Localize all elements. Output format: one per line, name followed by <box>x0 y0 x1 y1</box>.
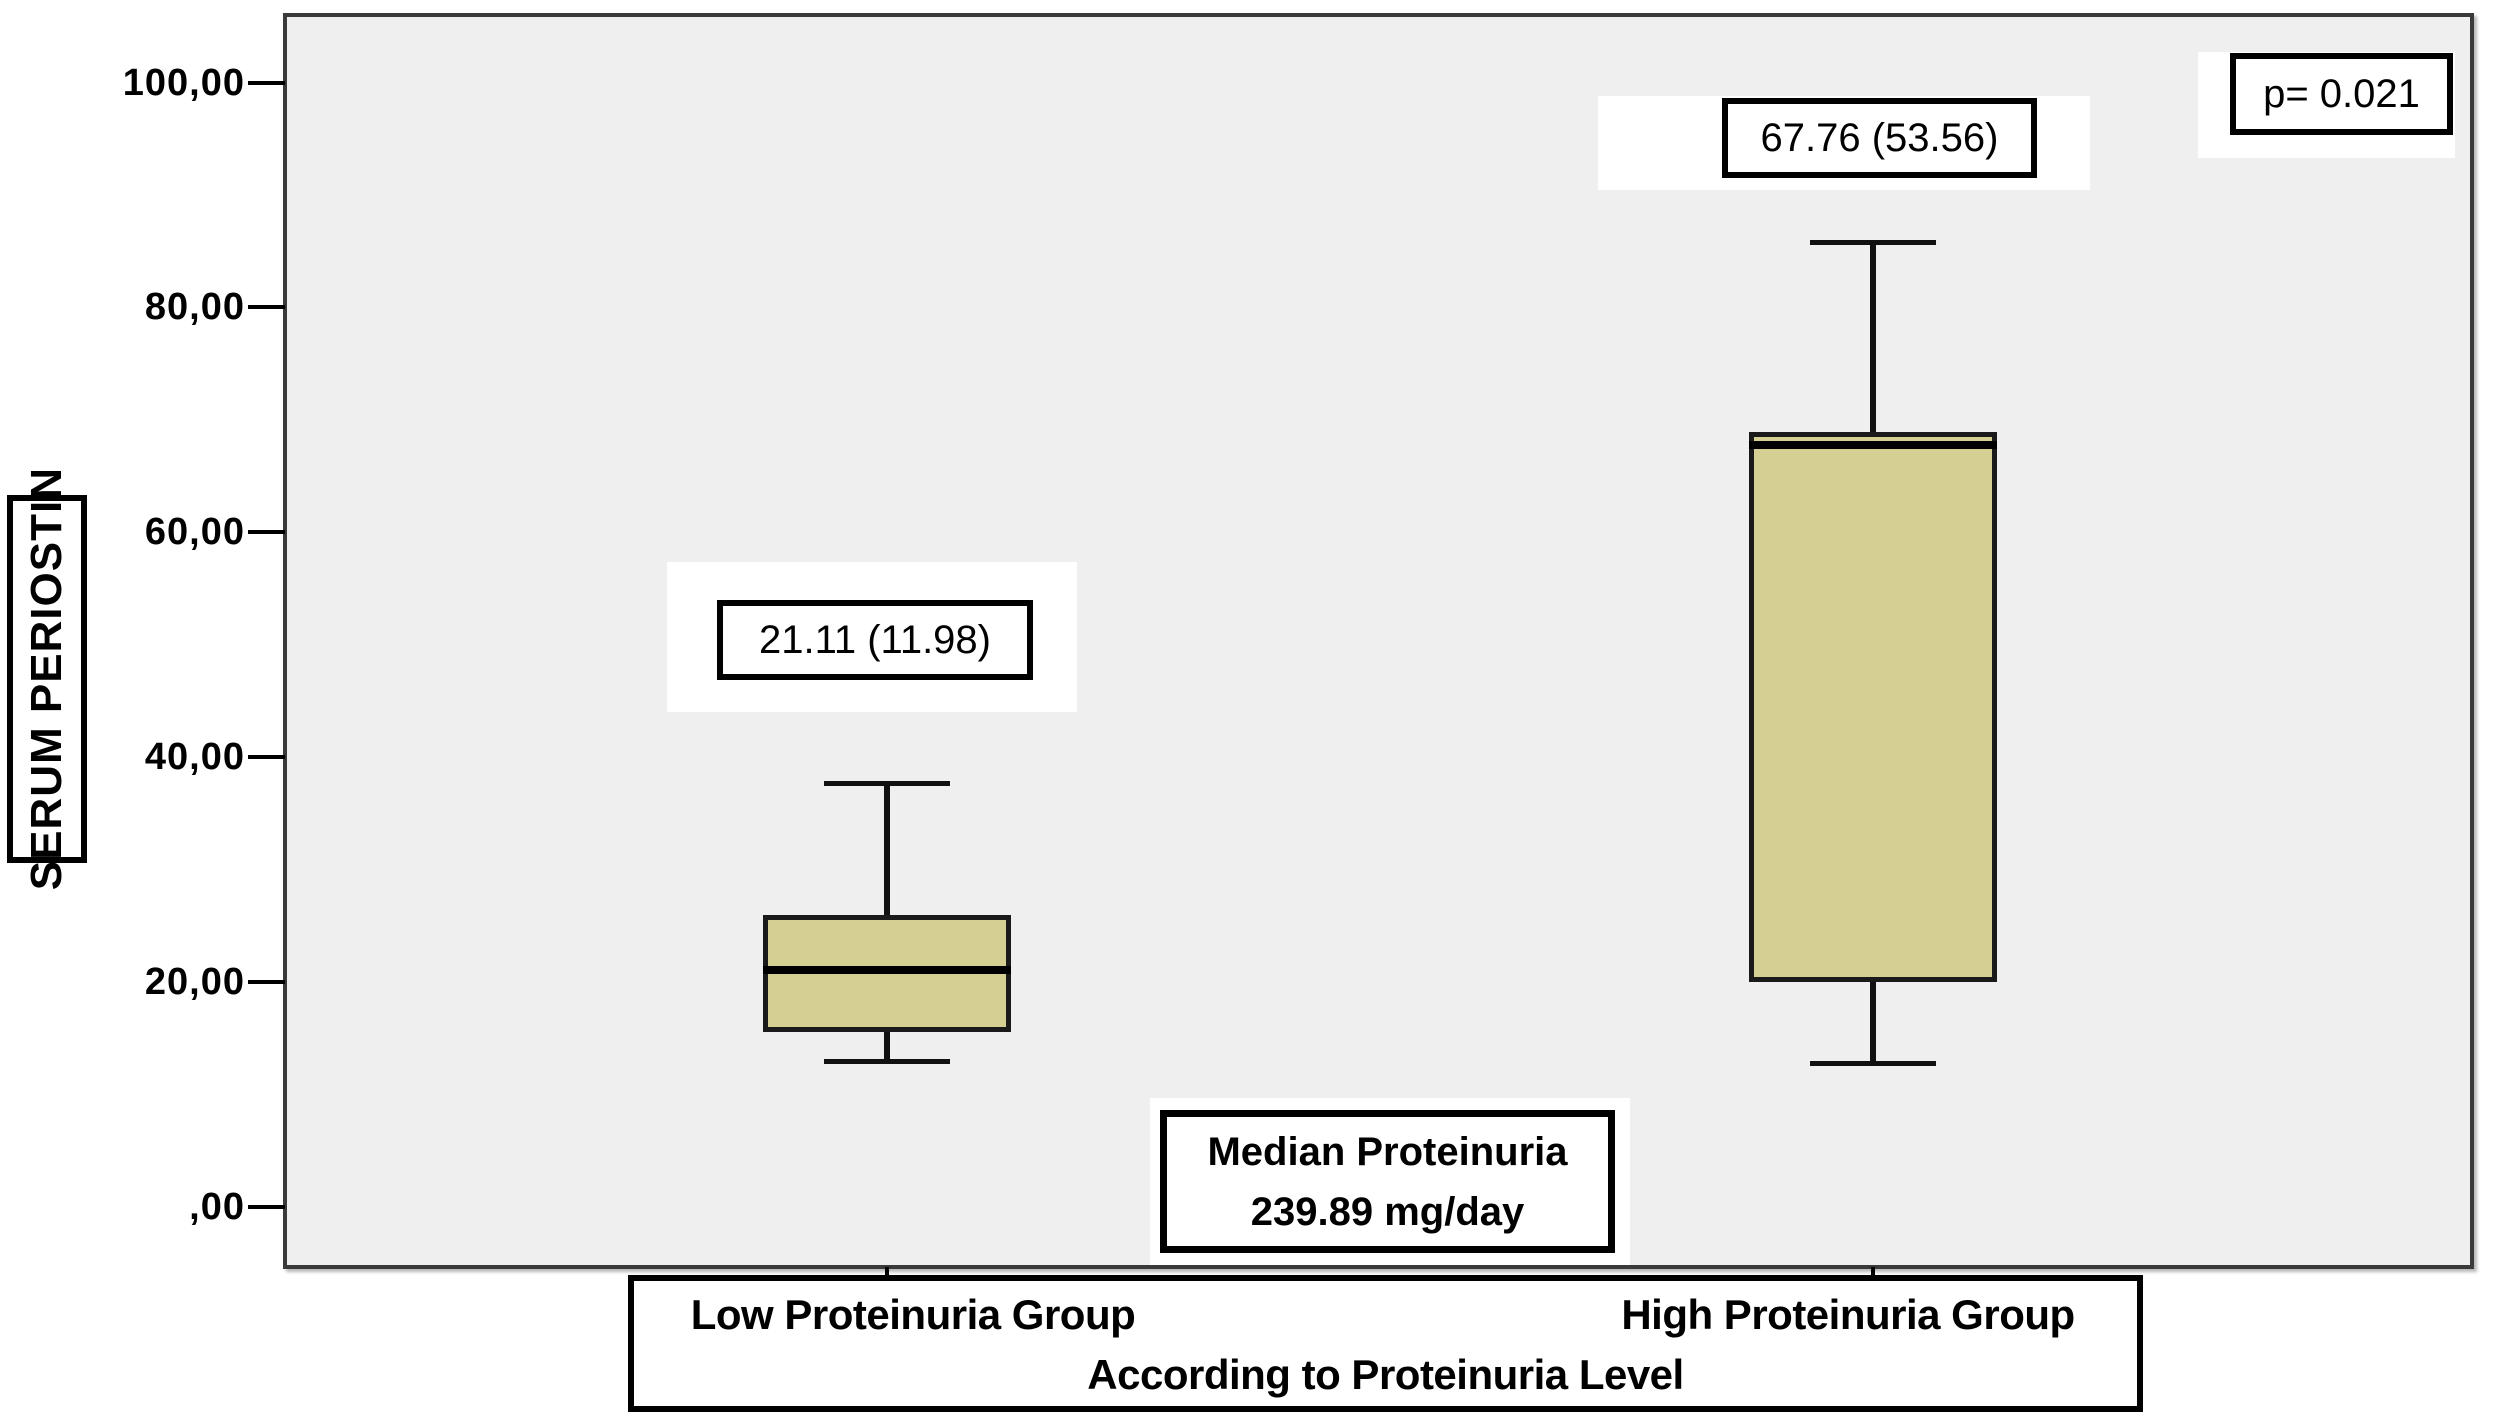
boxplot-median-line <box>763 965 1011 974</box>
y-tick-label: 100,00 <box>122 61 245 104</box>
y-tick-label: 80,00 <box>144 286 245 329</box>
whisker-stem-top <box>1870 242 1876 433</box>
y-tick-label: ,00 <box>189 1186 245 1228</box>
whisker-stem-bottom <box>884 1031 890 1062</box>
median-proteinuria-line1: Median Proteinuria <box>1207 1129 1568 1174</box>
y-tick-mark <box>248 980 285 985</box>
y-tick-mark <box>248 755 285 760</box>
y-axis-title-box: SERUM PERIOSTIN <box>7 467 87 891</box>
y-tick-label: 20,00 <box>144 961 245 1004</box>
p-value-box: p= 0.021 <box>2230 53 2453 135</box>
y-tick-mark <box>248 1205 285 1209</box>
plot-area <box>283 13 2474 1269</box>
boxplot-box <box>1749 432 1997 983</box>
p-value-text: p= 0.021 <box>2263 71 2420 116</box>
whisker-cap-top <box>1810 239 1936 245</box>
whisker-cap-top <box>824 780 950 786</box>
y-tick-label: 60,00 <box>144 511 245 554</box>
y-tick-mark <box>248 305 285 310</box>
x-tick-mark <box>885 1267 889 1279</box>
median-proteinuria-line2: 239.89 mg/day <box>1250 1189 1525 1234</box>
y-tick-mark <box>248 80 285 85</box>
x-axis-title: According to Proteinuria Level <box>1087 1351 1684 1398</box>
low-median-label: 21.11 (11.98) <box>758 617 991 662</box>
whisker-cap-bottom <box>824 1059 950 1065</box>
y-axis-title: SERUM PERIOSTIN <box>22 467 71 891</box>
whisker-stem-bottom <box>1870 982 1876 1064</box>
y-tick-label: 40,00 <box>144 736 245 779</box>
boxplot-median-line <box>1749 441 1997 450</box>
whisker-cap-bottom <box>1810 1060 1936 1066</box>
y-tick-mark <box>248 530 285 535</box>
x-axis-box: Low Proteinuria Group High Proteinuria G… <box>628 1275 2143 1412</box>
high-median-label-box: 67.76 (53.56) <box>1722 98 2037 178</box>
group-label-high: High Proteinuria Group <box>1621 1291 2075 1338</box>
high-median-label: 67.76 (53.56) <box>1760 115 1999 160</box>
x-tick-mark <box>1871 1267 1875 1279</box>
group-label-low: Low Proteinuria Group <box>690 1291 1136 1338</box>
whisker-stem-top <box>884 783 890 915</box>
median-proteinuria-box: Median Proteinuria 239.89 mg/day <box>1160 1110 1615 1253</box>
low-median-label-box: 21.11 (11.98) <box>717 600 1033 680</box>
